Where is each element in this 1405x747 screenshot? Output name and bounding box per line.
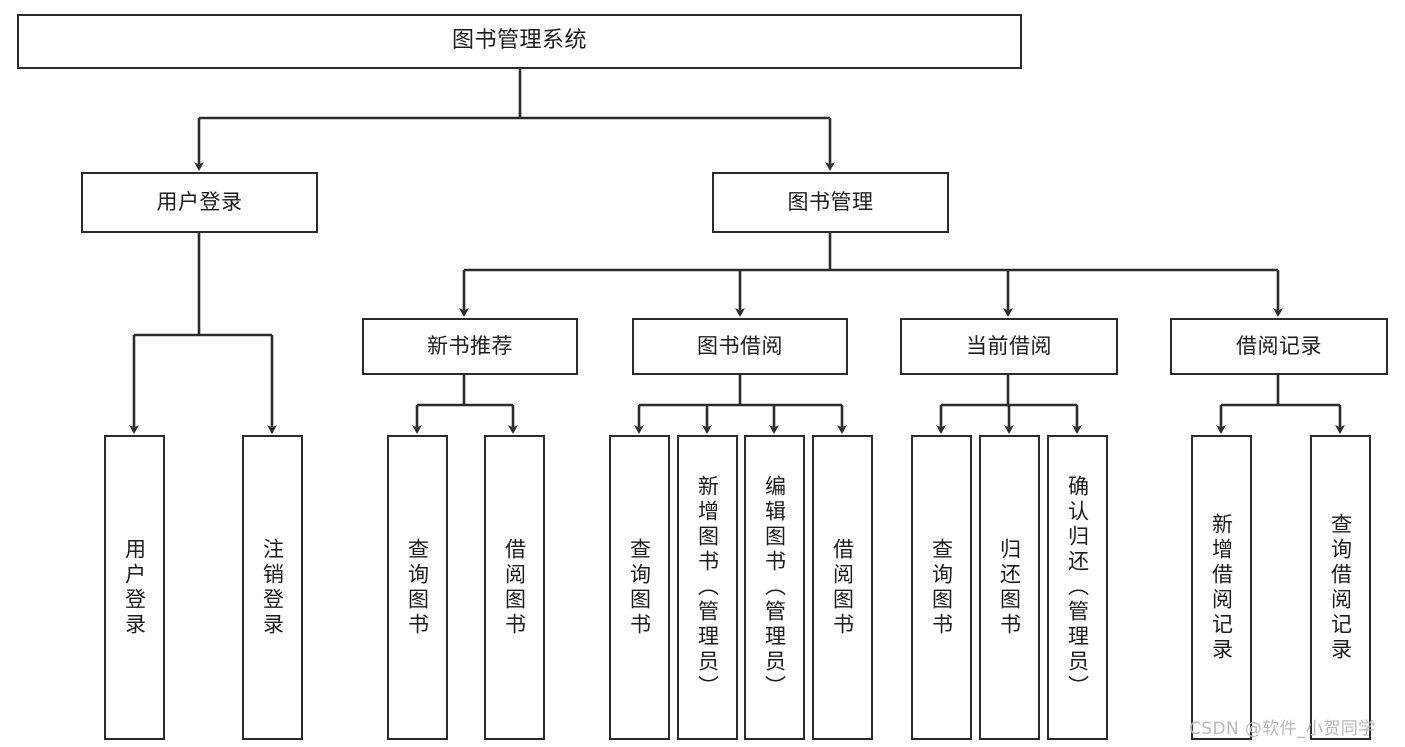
node-leaf-add-book-admin[interactable]: 新增图书（管理员） bbox=[677, 435, 738, 740]
node-label: 图书管理 bbox=[787, 190, 874, 215]
node-label: 查询图书 bbox=[627, 537, 652, 638]
node-label: 用户登录 bbox=[156, 190, 243, 215]
node-label: 借阅图书 bbox=[830, 537, 855, 638]
node-current-borrow[interactable]: 当前借阅 bbox=[900, 318, 1118, 375]
node-user-login[interactable]: 用户登录 bbox=[81, 172, 318, 233]
node-label: 用户登录 bbox=[122, 537, 147, 638]
node-label: 借阅图书 bbox=[502, 537, 527, 638]
node-label: 查询图书 bbox=[405, 537, 430, 638]
node-leaf-confirm-return-admin[interactable]: 确认归还（管理员） bbox=[1047, 435, 1108, 740]
node-label: 查询图书 bbox=[929, 537, 954, 638]
node-leaf-borrow-book-recommend[interactable]: 借阅图书 bbox=[484, 435, 545, 740]
node-leaf-query-borrow-record[interactable]: 查询借阅记录 bbox=[1310, 435, 1371, 740]
node-label: 当前借阅 bbox=[966, 334, 1052, 359]
node-book-borrow[interactable]: 图书借阅 bbox=[632, 318, 848, 375]
node-leaf-query-book-recommend[interactable]: 查询图书 bbox=[387, 435, 448, 740]
node-label: 图书管理系统 bbox=[451, 28, 587, 54]
node-label: 新增借阅记录 bbox=[1209, 512, 1234, 663]
node-label: 归还图书 bbox=[997, 537, 1022, 638]
node-label: 图书借阅 bbox=[697, 334, 783, 359]
node-label: 借阅记录 bbox=[1236, 334, 1322, 359]
node-new-book-recommend[interactable]: 新书推荐 bbox=[362, 318, 578, 375]
node-leaf-borrow-book[interactable]: 借阅图书 bbox=[812, 435, 873, 740]
node-root-book-management-system[interactable]: 图书管理系统 bbox=[17, 14, 1022, 69]
csdn-watermark: CSDN @软件_小贺同学 bbox=[1189, 719, 1376, 739]
node-label: 查询借阅记录 bbox=[1328, 512, 1353, 663]
node-leaf-return-book[interactable]: 归还图书 bbox=[979, 435, 1040, 740]
node-book-management[interactable]: 图书管理 bbox=[712, 172, 949, 233]
node-label: 新增图书（管理员） bbox=[695, 475, 720, 700]
node-leaf-add-borrow-record[interactable]: 新增借阅记录 bbox=[1191, 435, 1252, 740]
node-leaf-user-logout[interactable]: 注销登录 bbox=[242, 435, 303, 740]
node-label: 新书推荐 bbox=[427, 334, 513, 359]
node-leaf-user-login[interactable]: 用户登录 bbox=[104, 435, 165, 740]
node-leaf-query-book-borrow[interactable]: 查询图书 bbox=[609, 435, 670, 740]
node-label: 编辑图书（管理员） bbox=[762, 475, 787, 700]
node-leaf-query-book-current[interactable]: 查询图书 bbox=[911, 435, 972, 740]
node-leaf-edit-book-admin[interactable]: 编辑图书（管理员） bbox=[744, 435, 805, 740]
node-borrow-record[interactable]: 借阅记录 bbox=[1170, 318, 1388, 375]
node-label: 注销登录 bbox=[260, 537, 285, 638]
node-label: 确认归还（管理员） bbox=[1065, 475, 1090, 700]
